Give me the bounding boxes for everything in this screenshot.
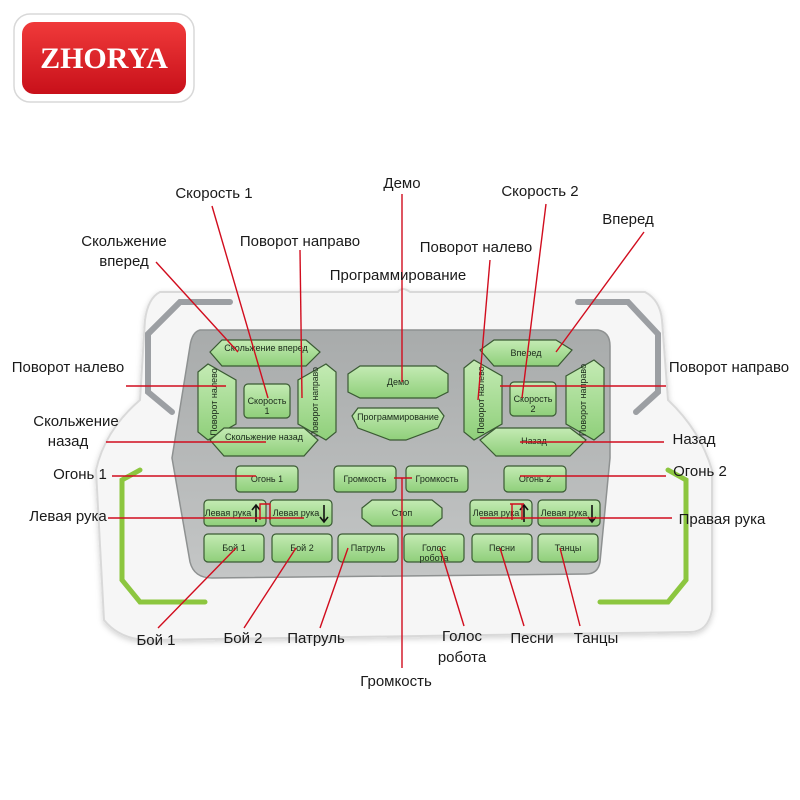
callout-patrol: Патруль — [287, 630, 345, 647]
callout-speed-2: Скорость 2 — [501, 183, 578, 200]
turn-left-1-label: Поворот налево — [209, 368, 219, 436]
left-arm-up-label: Левая рука — [205, 508, 252, 518]
callout-turn-left-side: Поворот налево — [12, 359, 125, 376]
slide-forward-button[interactable]: Скольжение вперед — [209, 339, 321, 367]
forward-button[interactable]: Вперед — [479, 339, 573, 367]
callout-robot-voice-2: робота — [438, 649, 487, 666]
fight-1-label: Бой 1 — [222, 543, 245, 553]
turn-right-1-label: Поворот направо — [310, 367, 320, 437]
demo-label: Демо — [387, 377, 409, 387]
callout-speed-1: Скорость 1 — [175, 185, 252, 202]
turn-left-2-button[interactable]: Поворот налево — [463, 359, 503, 441]
fire-1-label: Огонь 1 — [251, 474, 283, 484]
forward-label: Вперед — [511, 348, 543, 358]
callout-robot-voice-1: Голос — [442, 628, 482, 645]
callout-labels: Скорость 1 Демо Скорость 2 Скольжение вп… — [12, 175, 789, 690]
left-arm-down-label: Левая рука — [273, 508, 320, 518]
leader-lines — [106, 194, 672, 668]
arrow-up-icon — [251, 503, 261, 522]
slide-back-label: Скольжение назад — [225, 432, 304, 442]
callout-slide-forward-2: вперед — [99, 253, 149, 270]
callout-demo: Демо — [383, 175, 420, 192]
right-arm-up-label: Левая рука — [473, 508, 520, 518]
fire-2-button[interactable]: Огонь 2 — [503, 465, 567, 493]
callout-fight-1: Бой 1 — [136, 632, 175, 649]
callout-slide-back-2: назад — [48, 433, 89, 450]
patrol-button[interactable]: Патруль — [337, 533, 399, 563]
fire-2-label: Огонь 2 — [519, 474, 551, 484]
left-arm-down-button[interactable]: Левая рука — [269, 499, 333, 527]
callout-volume: Громкость — [360, 673, 432, 690]
button-group: Скольжение вперед Поворот налево Скорост… — [197, 339, 605, 563]
dances-button[interactable]: Танцы — [537, 533, 599, 563]
callout-programming: Программирование — [330, 267, 466, 284]
slide-forward-label: Скольжение вперед — [224, 343, 308, 353]
arrow-down-icon — [319, 505, 329, 524]
volume-up-label: Громкость — [416, 474, 459, 484]
callout-turn-left-top: Поворот налево — [420, 239, 533, 256]
demo-button[interactable]: Демо — [347, 365, 449, 399]
callout-fire-2: Огонь 2 — [673, 463, 727, 480]
turn-right-2-button[interactable]: Поворот направо — [565, 359, 605, 441]
patrol-label: Патруль — [351, 543, 386, 553]
volume-down-label: Громкость — [344, 474, 387, 484]
programming-button[interactable]: Программирование — [351, 407, 445, 441]
logo-text: ZHORYA — [40, 42, 168, 75]
callout-right-arm: Правая рука — [679, 511, 766, 528]
turn-left-2-label: Поворот налево — [476, 366, 486, 434]
callout-left-arm: Левая рука — [29, 508, 107, 525]
fight-2-label: Бой 2 — [290, 543, 313, 553]
left-arm-up-button[interactable]: Левая рука — [203, 499, 267, 527]
dances-label: Танцы — [555, 543, 582, 553]
callout-turn-right-top: Поворот направо — [240, 233, 360, 250]
callout-forward: Вперед — [602, 211, 654, 228]
songs-button[interactable]: Песни — [471, 533, 533, 563]
turn-left-1-button[interactable]: Поворот налево — [197, 363, 237, 441]
brand-logo: ZHORYA — [13, 13, 195, 103]
callout-slide-back-1: Скольжение — [33, 413, 119, 430]
volume-up-button[interactable]: Громкость — [405, 465, 469, 493]
fight-1-button[interactable]: Бой 1 — [203, 533, 265, 563]
callout-back: Назад — [673, 431, 716, 448]
fire-1-button[interactable]: Огонь 1 — [235, 465, 299, 493]
fight-2-button[interactable]: Бой 2 — [271, 533, 333, 563]
callout-dances: Танцы — [574, 630, 619, 647]
body-accent-gray — [145, 299, 661, 415]
right-arm-down-button[interactable]: Левая рука — [537, 499, 601, 527]
right-arm-down-label: Левая рука — [541, 508, 588, 518]
volume-down-button[interactable]: Громкость — [333, 465, 397, 493]
callout-songs: Песни — [510, 630, 553, 647]
callout-turn-right-side: Поворот направо — [669, 359, 789, 376]
songs-label: Песни — [489, 543, 515, 553]
turn-right-2-label: Поворот направо — [578, 364, 588, 436]
back-label: Назад — [521, 436, 548, 446]
turn-right-1-button[interactable]: Поворот направо — [297, 363, 337, 441]
callout-slide-forward-1: Скольжение — [81, 233, 167, 250]
callout-fire-1: Огонь 1 — [53, 466, 107, 483]
callout-fight-2: Бой 2 — [223, 630, 262, 647]
programming-label: Программирование — [357, 412, 439, 422]
right-arm-up-button[interactable]: Левая рука — [469, 499, 533, 527]
